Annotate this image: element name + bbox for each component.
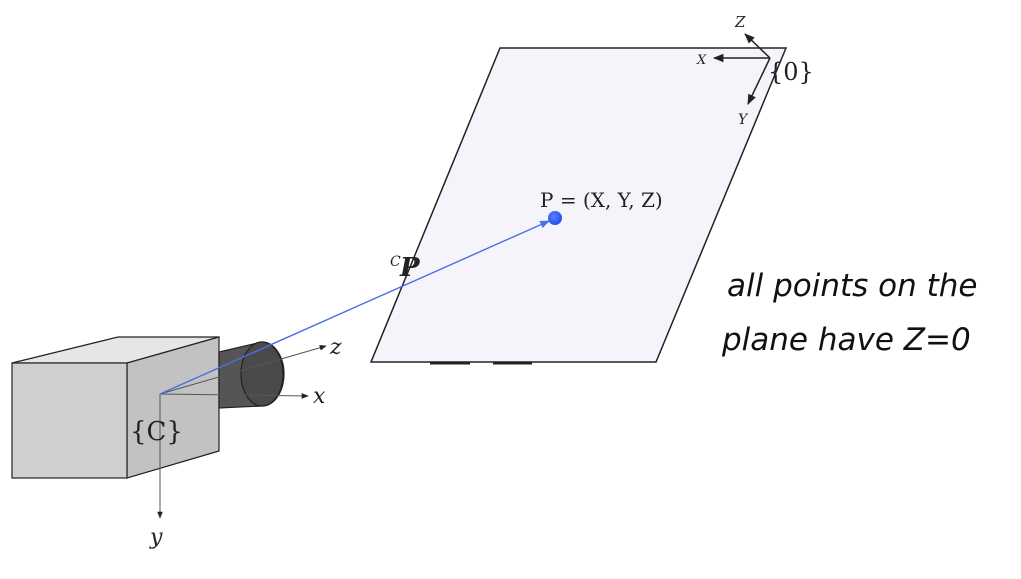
world-plane bbox=[369, 47, 788, 363]
world-y-label: Y bbox=[738, 112, 749, 128]
world-frame-axes: Z X Y {0} bbox=[696, 13, 814, 128]
world-x-label: X bbox=[696, 53, 707, 68]
camera-x-axis bbox=[159, 393, 309, 399]
ray-vector bbox=[159, 220, 550, 395]
world-frame-label: {0} bbox=[768, 58, 814, 86]
point-p-label: P = (X, Y, Z) bbox=[540, 188, 663, 212]
ray-label: P bbox=[399, 253, 421, 283]
ray-label-superscript: C bbox=[390, 254, 401, 270]
camera-front-face bbox=[11, 362, 128, 479]
camera-z-label: z bbox=[329, 335, 342, 360]
camera bbox=[11, 336, 285, 479]
camera-z-axis bbox=[159, 345, 327, 395]
camera-frame-axes: z x y {C} bbox=[130, 335, 342, 550]
world-z-axis bbox=[744, 33, 771, 59]
world-y-axis bbox=[747, 57, 771, 105]
camera-frame-label: {C} bbox=[130, 417, 183, 447]
camera-y-label: y bbox=[149, 525, 163, 550]
world-z-label: Z bbox=[734, 13, 746, 31]
camera-x-label: x bbox=[313, 384, 326, 409]
note-line-2: plane have Z=0 bbox=[721, 322, 971, 358]
note-line-1: all points on the bbox=[727, 268, 977, 304]
camera-lens-cap bbox=[240, 341, 284, 407]
point-p-marker bbox=[548, 211, 562, 225]
